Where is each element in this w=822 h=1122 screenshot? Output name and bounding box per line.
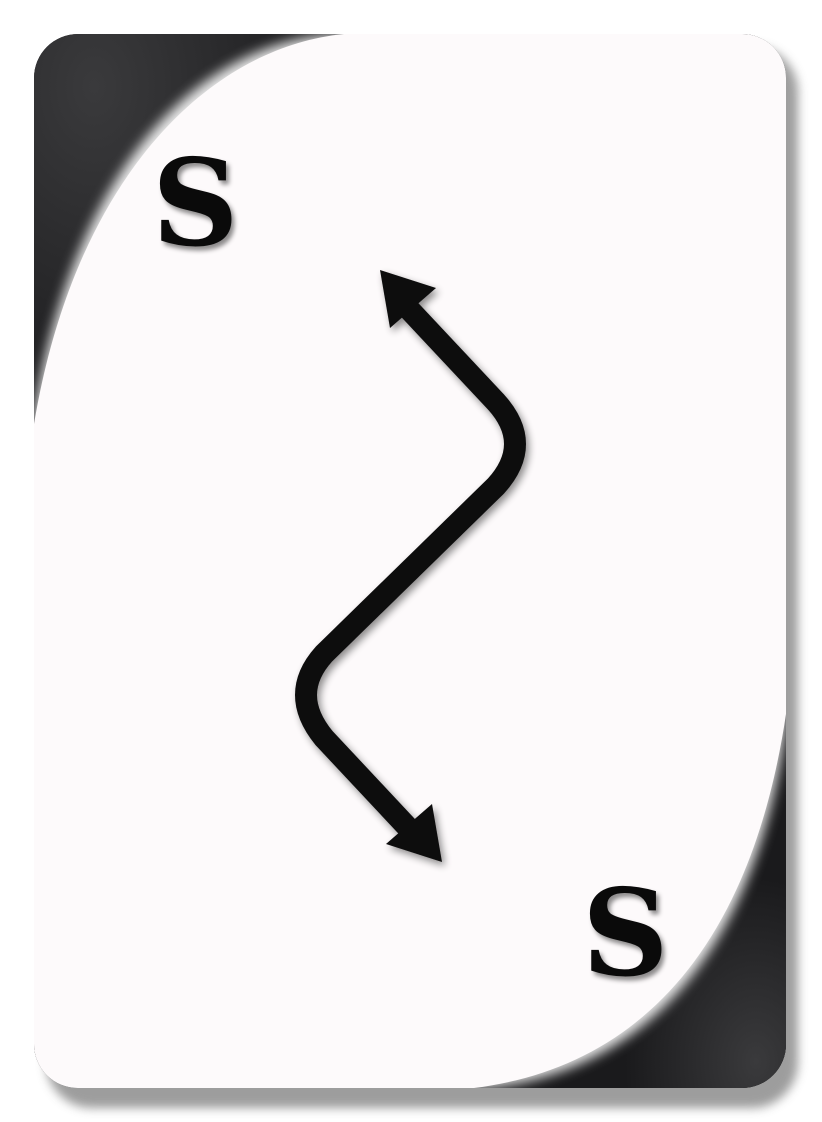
arrow-glyph bbox=[295, 270, 526, 862]
arrow-stroke bbox=[295, 295, 526, 843]
arrow-head-bottom bbox=[386, 804, 442, 862]
corner-label-bottom-right: S bbox=[582, 863, 669, 1004]
double-headed-s-arrow-icon bbox=[295, 270, 526, 862]
arrow-head-top bbox=[380, 270, 436, 328]
corner-label-top-left: S bbox=[152, 133, 239, 274]
playing-card[interactable]: S S bbox=[34, 34, 786, 1088]
